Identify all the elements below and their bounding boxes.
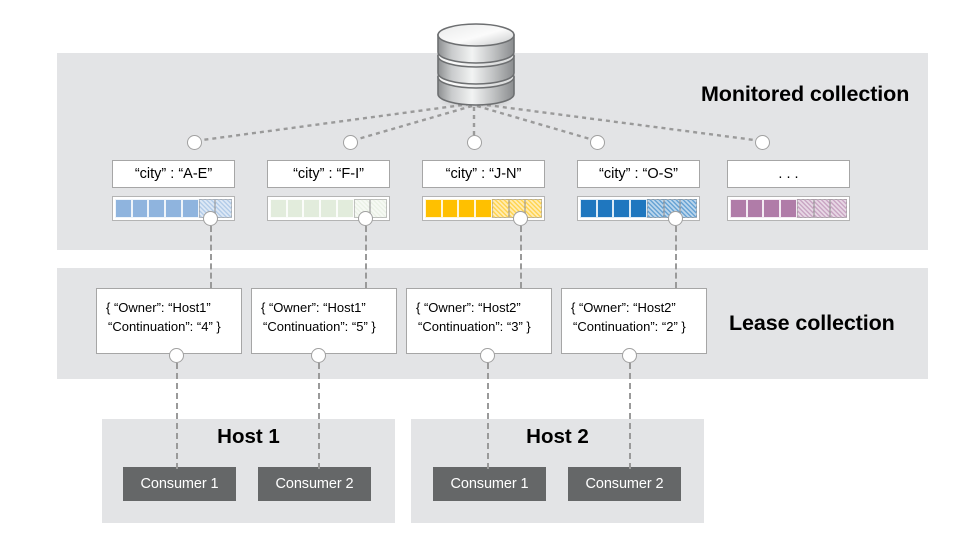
host-title-2: Host 2 [526,425,589,448]
partition-key-box-2[interactable]: “city” : “F-I” [267,160,390,188]
lease-continuation-line: “Continuation”: “3” } [418,319,531,334]
bar-lease-dash-1 [210,226,212,288]
partition-cell-unprocessed [370,199,388,218]
monitored-collection-label: Monitored collection [701,82,910,106]
bar-lease-connector-dot-3 [513,211,528,226]
partition-cell-unprocessed [813,199,831,218]
partition-cell-processed [131,199,149,218]
lease-consumer-dash-3 [487,363,489,469]
partition-cell-processed [763,199,781,218]
partition-cell-processed [320,199,337,218]
consumer-box-host2-1[interactable]: Consumer 1 [433,467,546,501]
lease-owner-line: { “Owner”: “Host1” [106,300,211,315]
lease-consumer-dash-4 [629,363,631,469]
partition-cell-unprocessed [646,199,664,218]
lease-box-2[interactable]: { “Owner”: “Host1” “Continuation”: “5” } [251,288,397,354]
lease-consumer-dash-2 [318,363,320,469]
partition-key-box-1[interactable]: “city” : “A-E” [112,160,235,188]
partition-bar-5[interactable] [727,196,850,221]
partition-cell-processed [148,199,166,218]
lease-continuation-line: “Continuation”: “4” } [108,319,221,334]
partition-connector-dot-4 [590,135,605,150]
consumer-box-host2-2[interactable]: Consumer 2 [568,467,681,501]
partition-cell-processed [336,199,354,218]
partition-cell-processed [730,199,747,218]
bar-lease-connector-dot-4 [668,211,683,226]
bar-lease-connector-dot-2 [358,211,373,226]
lease-box-1[interactable]: { “Owner”: “Host1” “Continuation”: “4” } [96,288,242,354]
lease-box-4[interactable]: { “Owner”: “Host2” “Continuation”: “2” } [561,288,707,354]
partition-cell-processed [425,199,442,218]
partition-cell-unprocessed [830,199,848,218]
bar-lease-connector-dot-1 [203,211,218,226]
host-title-1: Host 1 [217,425,280,448]
bar-lease-dash-2 [365,226,367,288]
lease-owner-line: { “Owner”: “Host1” [261,300,366,315]
partition-cell-processed [746,199,764,218]
partition-connector-dot-2 [343,135,358,150]
lease-box-3[interactable]: { “Owner”: “Host2” “Continuation”: “3” } [406,288,552,354]
partition-cell-processed [780,199,797,218]
partition-cell-processed [630,199,647,218]
partition-cell-unprocessed [525,199,543,218]
lease-consumer-dash-1 [176,363,178,469]
bar-lease-dash-3 [520,226,522,288]
database-cylinder-icon [432,22,516,109]
partition-cell-processed [165,199,182,218]
lease-continuation-line: “Continuation”: “5” } [263,319,376,334]
partition-connector-dot-1 [187,135,202,150]
partition-cell-processed [596,199,614,218]
lease-consumer-connector-dot-4 [622,348,637,363]
partition-connector-dot-5 [755,135,770,150]
bar-lease-dash-4 [675,226,677,288]
partition-cell-processed [286,199,304,218]
partition-cell-unprocessed [680,199,698,218]
partition-cell-processed [475,199,492,218]
partition-connector-dot-3 [467,135,482,150]
partition-key-box-3[interactable]: “city” : “J-N” [422,160,545,188]
lease-owner-line: { “Owner”: “Host2” [571,300,676,315]
lease-consumer-connector-dot-3 [480,348,495,363]
partition-key-box-4[interactable]: “city” : “O-S” [577,160,700,188]
lease-collection-label: Lease collection [729,311,895,335]
partition-cell-unprocessed [491,199,509,218]
lease-continuation-line: “Continuation”: “2” } [573,319,686,334]
partition-cell-processed [613,199,631,218]
partition-bar-4[interactable] [577,196,700,221]
partition-cell-processed [115,199,132,218]
consumer-box-host1-2[interactable]: Consumer 2 [258,467,371,501]
partition-key-box-5[interactable]: . . . [727,160,850,188]
partition-cell-processed [441,199,459,218]
partition-cell-unprocessed [796,199,814,218]
lease-consumer-connector-dot-2 [311,348,326,363]
partition-cell-processed [580,199,597,218]
partition-cell-processed [181,199,199,218]
consumer-box-host1-1[interactable]: Consumer 1 [123,467,236,501]
partition-cell-unprocessed [215,199,233,218]
lease-consumer-connector-dot-1 [169,348,184,363]
partition-cell-processed [270,199,287,218]
lease-owner-line: { “Owner”: “Host2” [416,300,521,315]
partition-cell-processed [458,199,476,218]
partition-cell-processed [303,199,321,218]
